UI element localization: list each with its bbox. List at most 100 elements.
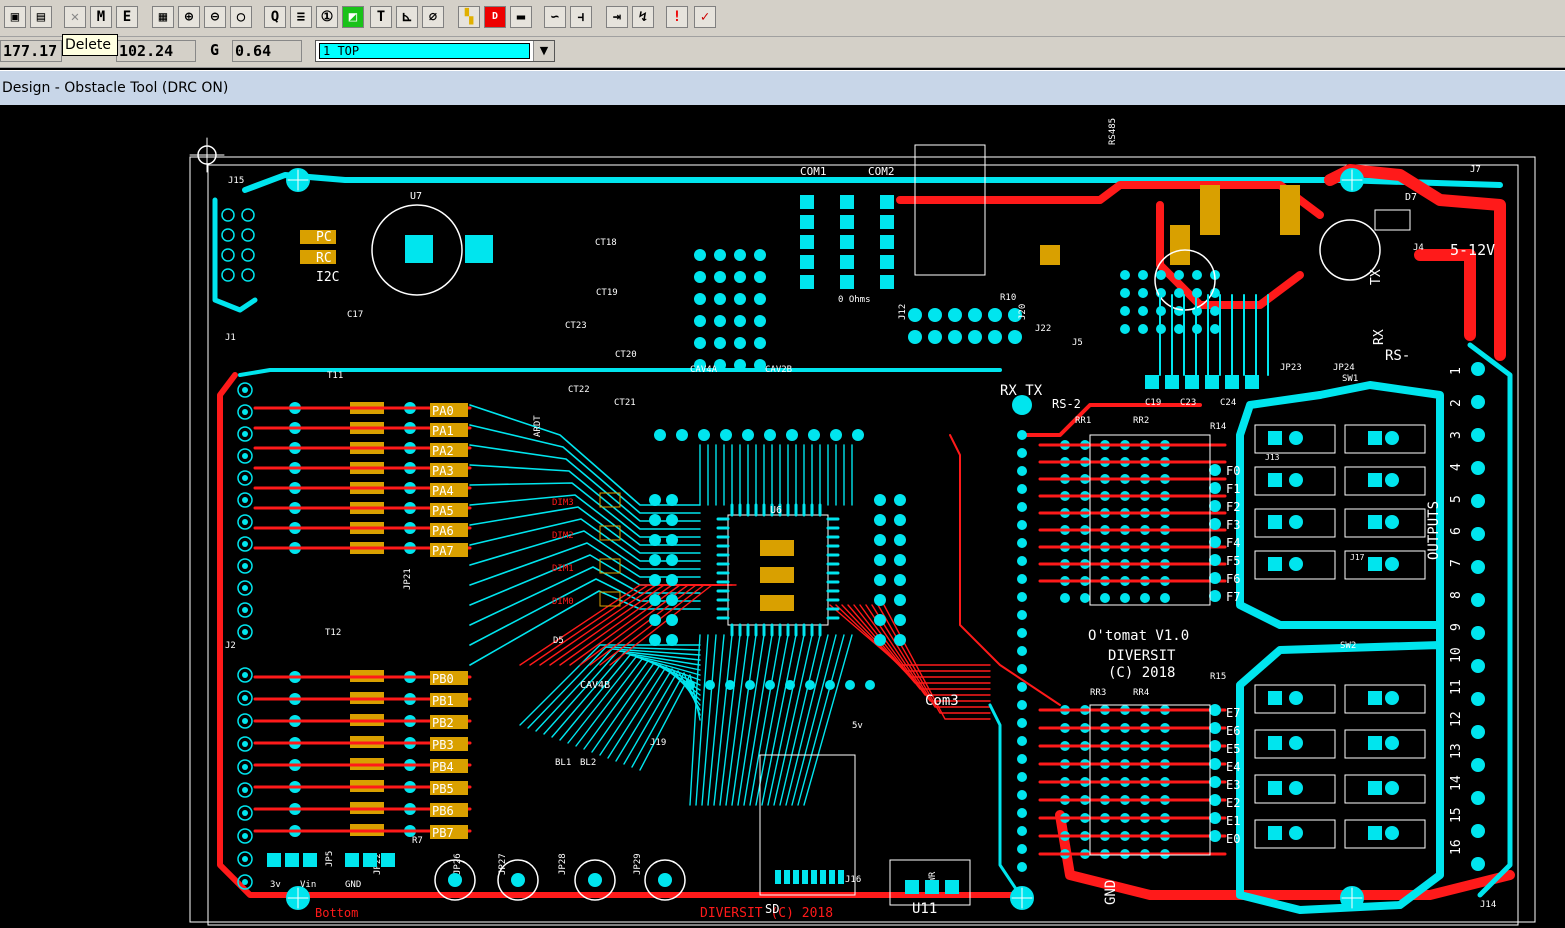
- via: [1017, 736, 1027, 746]
- via: [874, 574, 886, 586]
- via: [825, 680, 835, 690]
- header-pin: [242, 764, 248, 770]
- via: [1017, 826, 1027, 836]
- bus-trace: [527, 646, 701, 729]
- port-label-bg: [430, 543, 468, 557]
- pin: [1120, 270, 1130, 280]
- via: [874, 594, 886, 606]
- zoom-in-icon[interactable]: ⊕: [178, 6, 200, 28]
- output-pad: [1289, 515, 1303, 529]
- push-icon[interactable]: ⇥: [606, 6, 628, 28]
- terminal-pin: [1471, 725, 1485, 739]
- connector-pin: [928, 308, 942, 322]
- text-icon[interactable]: T: [370, 6, 392, 28]
- bus-trace: [469, 404, 701, 506]
- via: [874, 494, 886, 506]
- obstacle-tool-icon[interactable]: ◩: [342, 6, 364, 28]
- regulator-outline: [371, 204, 463, 296]
- board-outline: [189, 156, 1536, 923]
- route-icon[interactable]: ∽: [544, 6, 566, 28]
- via: [649, 534, 661, 546]
- output-block: [1254, 819, 1336, 849]
- port-label-bg: [430, 503, 468, 517]
- component-icon[interactable]: ▬: [510, 6, 532, 28]
- save-icon[interactable]: ▣: [4, 6, 26, 28]
- pad: [1225, 375, 1239, 389]
- terminal-pin: [1471, 461, 1485, 475]
- color-palette-icon[interactable]: ▚: [458, 6, 480, 28]
- marker-icon[interactable]: !: [666, 6, 688, 28]
- header-pin: [237, 470, 253, 486]
- label-bl1: BL1: [555, 758, 571, 768]
- label-sd: SD: [765, 902, 779, 916]
- pin: [1209, 554, 1221, 566]
- terminal-pin: [1471, 659, 1485, 673]
- via: [666, 634, 678, 646]
- label-d5: D5: [553, 636, 564, 646]
- null-icon[interactable]: ∅: [422, 6, 444, 28]
- pin: [1138, 270, 1148, 280]
- via: [1017, 448, 1027, 458]
- output-pad: [1385, 473, 1399, 487]
- delete-tooltip: Delete: [62, 34, 118, 56]
- via: [1017, 718, 1027, 728]
- terminal-pin: [1471, 824, 1485, 838]
- port-label-f5: F5: [1226, 554, 1240, 568]
- spreadsheet-icon[interactable]: ≡: [290, 6, 312, 28]
- port-label-e2: E2: [1226, 796, 1240, 810]
- label-rc: RC: [316, 251, 332, 266]
- pad: [1145, 375, 1159, 389]
- output-block: [1344, 508, 1426, 538]
- label-rs485: RS485: [1108, 118, 1118, 145]
- grid-label: G: [208, 40, 230, 62]
- edit-icon[interactable]: E: [116, 6, 138, 28]
- label-jp27: JP27: [498, 853, 508, 875]
- layer-dropdown[interactable]: 1 TOP ▼: [315, 40, 555, 62]
- find-icon[interactable]: M: [90, 6, 112, 28]
- header-pin: [242, 810, 248, 816]
- dimension-icon[interactable]: ⊾: [396, 6, 418, 28]
- grid-size-field[interactable]: 0.64: [232, 40, 302, 62]
- pad: [1205, 375, 1219, 389]
- pin: [1209, 722, 1221, 734]
- drc-check-icon[interactable]: ✓: [694, 6, 716, 28]
- jumper-pad: [381, 853, 395, 867]
- info-icon[interactable]: ①: [316, 6, 338, 28]
- zoom-fit-icon[interactable]: ○: [230, 6, 252, 28]
- regulator-pad: [465, 235, 493, 263]
- output-pad: [1368, 557, 1382, 571]
- via: [745, 680, 755, 690]
- bus-trace: [469, 464, 701, 530]
- header-pin: [237, 536, 253, 552]
- connector-pad: [880, 235, 894, 249]
- label-c24: C24: [1220, 398, 1236, 408]
- port-label-e3: E3: [1226, 778, 1240, 792]
- zoom-out-icon[interactable]: ⊖: [204, 6, 226, 28]
- query-icon[interactable]: Q: [264, 6, 286, 28]
- shove-icon[interactable]: ↯: [632, 6, 654, 28]
- fanout-trace: [719, 634, 741, 806]
- fanout-icon[interactable]: ⫞: [570, 6, 592, 28]
- save-all-icon[interactable]: ▤: [30, 6, 52, 28]
- connector-pad: [800, 275, 814, 289]
- jumper-pad: [363, 853, 377, 867]
- delete-icon[interactable]: ✕: [64, 6, 86, 28]
- fanout-trace: [797, 634, 845, 806]
- label-ardt: ARDT: [533, 415, 543, 437]
- header-pin: [242, 541, 248, 547]
- connector-pin: [221, 228, 235, 242]
- connector-pin: [754, 293, 766, 305]
- connector-pin: [221, 248, 235, 262]
- chevron-down-icon[interactable]: ▼: [533, 41, 554, 61]
- via: [649, 634, 661, 646]
- header-pin: [237, 448, 253, 464]
- y-coordinate-field[interactable]: 102.24: [116, 40, 196, 62]
- terminal-pin: [1471, 857, 1485, 871]
- x-coordinate-field[interactable]: 177.17: [0, 40, 62, 62]
- port-label-bg: [430, 825, 468, 839]
- drc-icon[interactable]: D: [484, 6, 506, 28]
- pad: [1245, 375, 1259, 389]
- terminal-pin: [1471, 626, 1485, 640]
- grid-icon[interactable]: ▦: [152, 6, 174, 28]
